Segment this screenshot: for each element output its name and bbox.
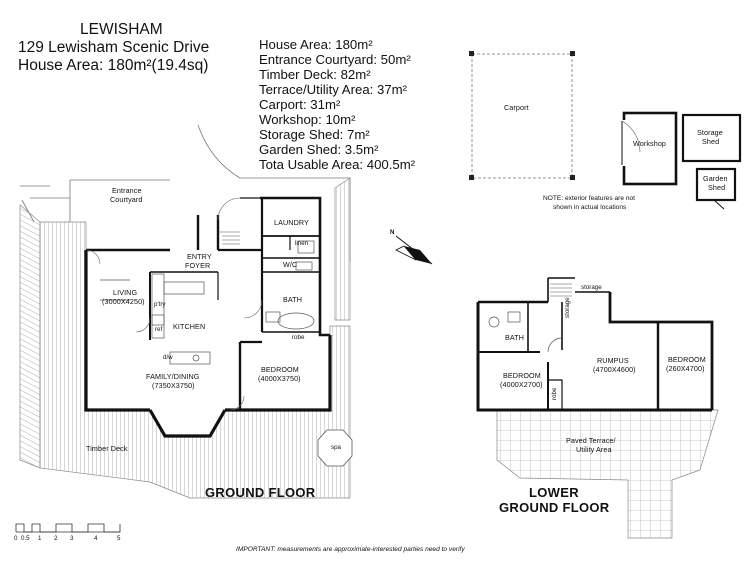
terrace-label-1: Paved Terrace/: [566, 436, 616, 445]
workshop-label: Workshop: [633, 139, 667, 148]
pantry-label: p'try: [154, 301, 166, 308]
spa-label: spa: [331, 444, 341, 451]
lower-stairs: [550, 283, 572, 297]
bath-fixtures: [265, 240, 315, 330]
scale-tick: 5: [117, 535, 121, 542]
scale-tick: 0.5: [21, 535, 30, 542]
terrace-label-2: Utility Area: [576, 445, 612, 454]
spa-octagon: [317, 429, 353, 467]
carport-label: Carport: [504, 103, 529, 112]
area-total: Tota Usable Area: 400.5m²: [259, 157, 416, 172]
area-terrace: Terrace/Utility Area: 37m²: [259, 82, 408, 97]
lower-floor-title-2: GROUND FLOOR: [499, 500, 610, 515]
garden-shed-outline: [695, 167, 737, 210]
area-carport: Carport: 31m²: [259, 97, 341, 112]
house-area-line: House Area: 180m²(19.4sq): [18, 57, 209, 74]
area-house: House Area: 180m²: [259, 37, 373, 52]
garden-shed-label-2: Shed: [708, 183, 726, 192]
lower-storage-label: storage: [581, 284, 602, 291]
storage-shed-label-1: Storage: [697, 128, 723, 137]
address-line: 129 Lewisham Scenic Drive: [18, 39, 210, 56]
lower-bath-label: BATH: [505, 333, 525, 342]
lower-bedroom1-label-2: (4000X2700): [500, 380, 543, 389]
robe-label-ground: robe: [292, 334, 305, 341]
area-courtyard: Entrance Courtyard: 50m²: [259, 52, 411, 67]
ground-stairs: [218, 231, 240, 245]
wc-label: W/C: [283, 260, 298, 269]
timber-deck-label: Timber Deck: [86, 444, 128, 453]
kitchen-label: KITCHEN: [173, 322, 206, 331]
workshop-outline: [621, 111, 678, 186]
lower-floor-walls: [476, 277, 714, 412]
scale-tick: 2: [54, 535, 58, 542]
scale-tick: 1: [38, 535, 42, 542]
lower-floor-title-1: LOWER: [529, 485, 579, 500]
bedroom-label-2: (4000X3750): [258, 374, 301, 383]
garden-shed-label-1: Garden: [703, 174, 728, 183]
ground-floor-title: GROUND FLOOR: [205, 485, 316, 500]
courtyard-label-1: Entrance: [112, 186, 142, 195]
lower-bedroom1-label-1: BEDROOM: [503, 371, 541, 380]
dishwasher-label: d/w: [163, 354, 173, 361]
lower-robe-label: robe: [551, 387, 558, 400]
paved-terrace-area: [496, 409, 719, 539]
door-swings: [85, 197, 263, 411]
scale-tick: 3: [70, 535, 74, 542]
family-dining-label-1: FAMILY/DINING: [146, 372, 200, 381]
living-label-1: LIVING: [113, 288, 138, 297]
storage-shed-outline: [681, 113, 742, 163]
area-garden-shed: Garden Shed: 3.5m²: [259, 142, 379, 157]
linen-label: linen: [295, 240, 309, 247]
family-dining-label-2: (7350X3750): [152, 381, 195, 390]
courtyard-label-2: Courtyard: [110, 195, 143, 204]
lower-storage-vertical-label: storage: [564, 297, 571, 318]
bedroom-label-1: BEDROOM: [261, 365, 299, 374]
compass-north-letter: N: [390, 229, 395, 236]
entry-label-1: ENTRY: [187, 252, 212, 261]
storage-shed-label-2: Shed: [702, 137, 720, 146]
rumpus-label-2: (4700X4600): [593, 365, 636, 374]
bath-label: BATH: [283, 295, 303, 304]
ground-floor-walls: [84, 196, 332, 438]
carport-outline: [469, 51, 575, 180]
laundry-label: LAUNDRY: [274, 218, 309, 227]
compass-rose: [395, 235, 433, 265]
exterior-note-1: NOTE: exterior features are not: [543, 195, 635, 202]
lower-bedroom2-label-2: (260X4700): [666, 364, 705, 373]
scale-tick: 0: [14, 535, 18, 542]
scale-tick: 4: [94, 535, 98, 542]
lower-bedroom2-label-1: BEDROOM: [668, 355, 706, 364]
area-workshop: Workshop: 10m²: [259, 112, 356, 127]
area-storage-shed: Storage Shed: 7m²: [259, 127, 370, 142]
disclaimer-footer: IMPORTANT: measurements are approximate-…: [236, 546, 465, 553]
area-deck: Timber Deck: 82m²: [259, 67, 371, 82]
lower-bath-fixtures: [488, 311, 563, 353]
entry-label-2: FOYER: [185, 261, 211, 270]
living-label-2: (3000X4250): [102, 297, 145, 306]
scale-bar: [15, 523, 121, 533]
ref-label: ref: [155, 326, 163, 333]
exterior-note-2: shown in actual locations: [553, 204, 627, 211]
suburb-title: LEWISHAM: [80, 21, 163, 38]
kitchen-fixtures: [100, 273, 211, 365]
rumpus-label-1: RUMPUS: [597, 356, 629, 365]
